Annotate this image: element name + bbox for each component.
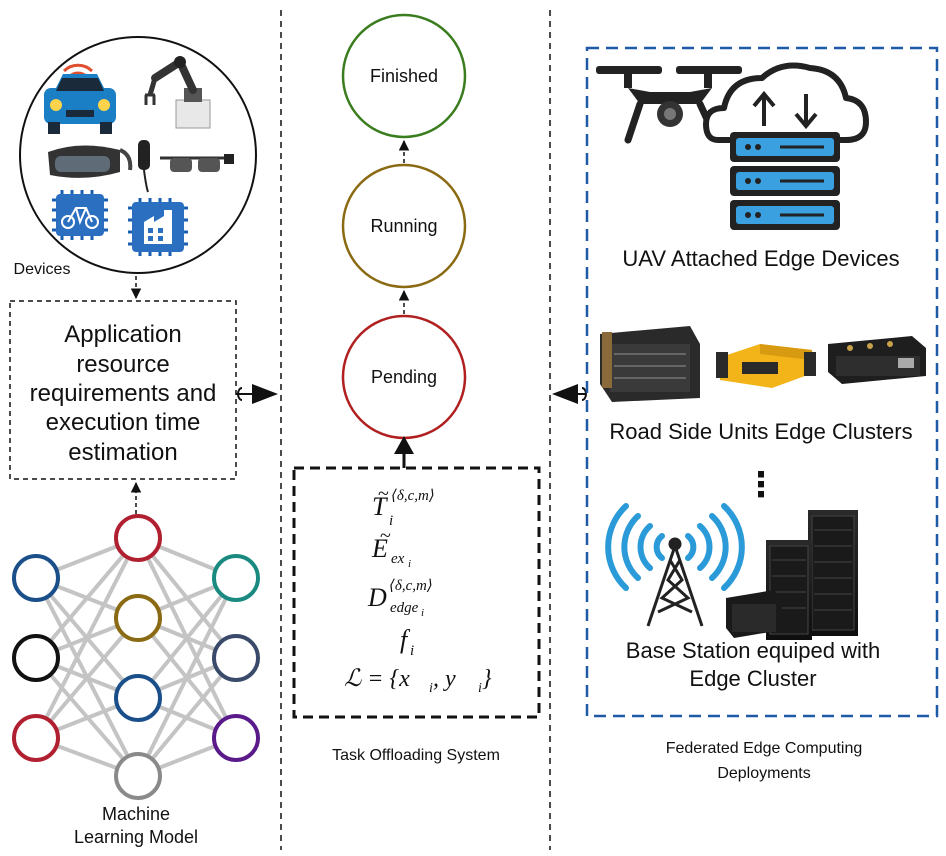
neural-network: Machine Learning Model [12, 514, 260, 847]
nn-output-node [212, 554, 260, 602]
rugged-server-icon [600, 326, 700, 402]
state-finished [341, 13, 467, 139]
param-f: f i [400, 625, 414, 659]
nn-edges [34, 536, 238, 778]
car-icon [44, 63, 116, 134]
arrow-params-to-pending [394, 436, 414, 468]
arrow-estimation-to-task-system [236, 384, 278, 404]
nn-edge [34, 536, 140, 660]
drone-icon [596, 66, 742, 144]
param-l-mid: , y [433, 666, 456, 692]
rsu-equipment-icons [600, 326, 926, 402]
param-d: D ⟨δ,c,m⟩ edge i [367, 578, 433, 619]
param-l-sub1: i [429, 681, 433, 696]
param-d-sup: ⟨δ,c,m⟩ [389, 578, 433, 594]
bs-label-line-1: Base Station equiped with [626, 638, 880, 663]
state-finished-label: Finished [370, 66, 438, 86]
yellow-edge-device-icon [716, 344, 816, 388]
nn-hidden-node [114, 674, 162, 722]
arrow-federated-to-task-system [552, 384, 587, 404]
nn-output-node [212, 714, 260, 762]
edge-gateway-icon [828, 336, 926, 384]
state-running [341, 163, 467, 289]
nn-edge [136, 656, 238, 778]
nn-output-node [212, 634, 260, 682]
param-e-sub: ex [391, 551, 405, 567]
base-station-icon [605, 503, 858, 640]
nn-input-node [12, 554, 60, 602]
param-l-end: } [482, 666, 492, 692]
param-t-base: T [372, 492, 388, 521]
param-t-sub: i [389, 513, 393, 529]
nn-hidden-node [114, 752, 162, 800]
param-f-base: f [400, 625, 411, 654]
estimation-line-3: requirements and [30, 380, 217, 407]
federated-box [585, 46, 939, 718]
estimation-line-5: estimation [68, 439, 177, 466]
federated-title-line-2: Deployments [717, 765, 810, 782]
param-d-base: D [367, 583, 387, 612]
more-deployments-dots: ⋮ [744, 466, 778, 504]
state-pending-label: Pending [371, 367, 437, 387]
nn-hidden-node [114, 594, 162, 642]
signal-waves-icon [605, 503, 745, 591]
param-t-sup: ⟨δ,c,m⟩ [391, 488, 435, 504]
smart-glasses-icon [138, 140, 234, 193]
nn-input-node [12, 714, 60, 762]
param-t: ~ T ⟨δ,c,m⟩ i [372, 483, 435, 529]
vr-headset-icon [48, 145, 133, 178]
tower-icon [646, 537, 704, 627]
param-d-sub: edge [390, 600, 419, 616]
robot-arm-icon [144, 56, 211, 129]
param-e-subsub: i [408, 558, 411, 570]
nn-input-node [12, 634, 60, 682]
param-d-subsub: i [421, 607, 424, 619]
param-t-tilde: ~ [378, 483, 389, 505]
param-e: ~ E ex i [371, 525, 411, 570]
ml-label-line-2: Learning Model [74, 827, 198, 847]
param-l-sub2: i [478, 681, 482, 696]
factory-chip-icon [128, 198, 188, 256]
server-racks-icon [726, 510, 858, 640]
param-l-expr: ℒ = {x [344, 666, 410, 692]
nn-edge [136, 577, 238, 777]
nn-edge [34, 616, 140, 740]
nn-edge [34, 537, 140, 739]
devices-group: Devices [14, 36, 257, 278]
task-params-box: ~ T ⟨δ,c,m⟩ i ~ E ex i D ⟨δ,c,m⟩ edge i … [292, 466, 541, 719]
task-system-label: Task Offloading System [332, 747, 500, 764]
estimation-line-2: resource [76, 351, 169, 378]
param-f-sub: i [410, 643, 414, 659]
bike-chip-icon [52, 190, 108, 240]
state-running-label: Running [370, 216, 437, 236]
estimation-line-1: Application [64, 321, 181, 348]
cloud-server-icon [703, 62, 869, 230]
estimation-line-4: execution time [46, 409, 201, 436]
ml-label-line-1: Machine [102, 804, 170, 824]
param-e-base: E [371, 534, 388, 563]
devices-label: Devices [14, 261, 71, 278]
nn-nodes [12, 514, 260, 800]
bs-label-line-2: Edge Cluster [689, 666, 816, 691]
server-rack-stack [730, 132, 840, 230]
param-e-tilde: ~ [380, 525, 391, 547]
nn-edge [136, 576, 238, 700]
uav-label: UAV Attached Edge Devices [622, 246, 899, 271]
federated-title-line-1: Federated Edge Computing [666, 740, 863, 757]
rsu-label: Road Side Units Edge Clusters [609, 419, 912, 444]
param-l: ℒ = {x i , y i } [344, 666, 492, 696]
estimation-box: Application resource requirements and ex… [9, 300, 237, 480]
task-state-machine: Finished Running Pending [341, 13, 467, 468]
nn-hidden-node [114, 514, 162, 562]
